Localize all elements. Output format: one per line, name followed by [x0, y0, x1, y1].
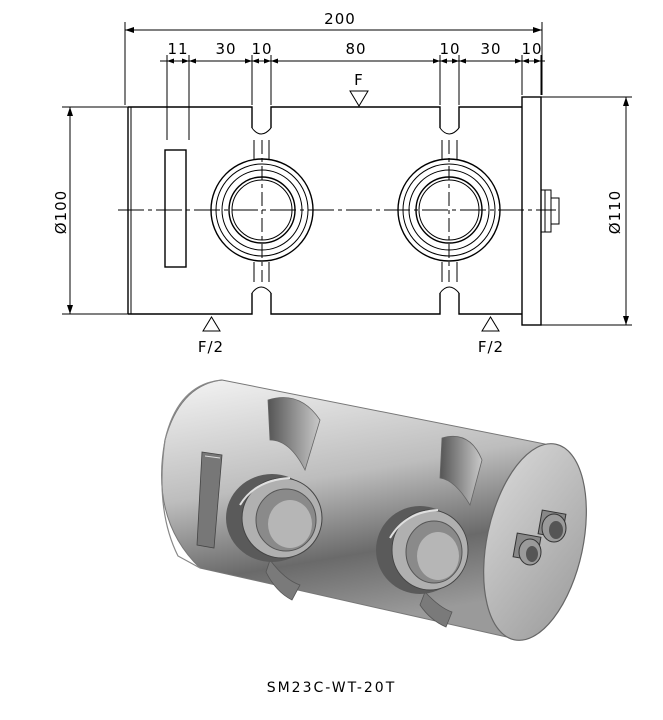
front-view: 200 11 30 10 80 10 30 10 Ø100 Ø110 F	[52, 10, 632, 356]
render-connectors	[512, 509, 567, 566]
load-f2-left-label: F/2	[198, 338, 224, 356]
dim-10-right: 10	[521, 40, 542, 58]
load-f-label: F	[354, 71, 364, 89]
dim-10-mid: 10	[439, 40, 460, 58]
right-diameter-dim: Ø110	[606, 190, 624, 234]
load-f2-right-label: F/2	[478, 338, 504, 356]
dim-30-right: 30	[480, 40, 501, 58]
isometric-render	[161, 379, 587, 641]
dim-80: 80	[345, 40, 366, 58]
overall-length-dim: 200	[324, 10, 356, 28]
left-diameter-dim: Ø100	[52, 190, 70, 234]
render-right-bore	[376, 506, 469, 594]
technical-drawing: 200 11 30 10 80 10 30 10 Ø100 Ø110 F	[52, 10, 632, 641]
dim-10-left: 10	[251, 40, 272, 58]
model-caption: SM23C-WT-20T	[266, 680, 397, 696]
dim-11: 11	[167, 40, 188, 58]
dim-30-left: 30	[215, 40, 236, 58]
render-left-bore	[226, 474, 323, 562]
